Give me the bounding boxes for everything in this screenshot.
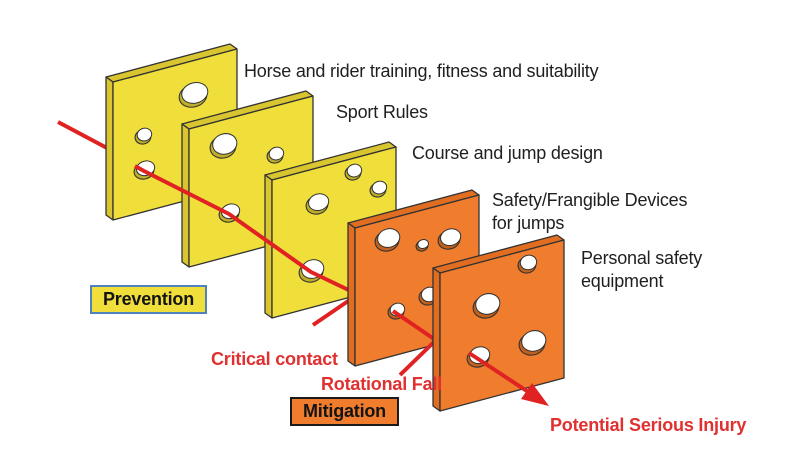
rotational-fall-pointer-line: [398, 339, 437, 377]
slice-left-edge: [264, 174, 273, 319]
rotational-fall-label: Rotational Fall: [321, 374, 443, 394]
trajectory-final-segment: [467, 351, 538, 399]
cheese-hole: [209, 133, 238, 159]
layer-label-personal-equipment-line1: Personal safety: [581, 248, 703, 268]
critical-contact-label: Critical contact: [211, 349, 338, 369]
cheese-slice-personal-equipment: [432, 234, 565, 412]
slice-left-edge: [105, 76, 114, 221]
cheese-hole: [178, 82, 209, 108]
slice-left-edge: [181, 123, 190, 268]
layer-label-frangible-devices-line1: Safety/Frangible Devices: [492, 190, 688, 210]
cheese-hole: [369, 180, 388, 198]
layer-label-course-design: Course and jump design: [412, 143, 603, 163]
trajectory-prevention-segment: [134, 164, 360, 297]
prevention-tag: Prevention: [90, 285, 208, 314]
cheese-hole: [518, 330, 547, 356]
cheese-hole: [517, 254, 538, 274]
cheese-hole: [415, 239, 429, 252]
layer-label-personal-equipment: Personal safety equipment: [581, 247, 702, 293]
layer-label-frangible-devices: Safety/Frangible Devices for jumps: [492, 189, 687, 235]
cheese-hole: [344, 163, 363, 181]
trajectory-mitigation-segment: [391, 309, 439, 343]
cheese-hole: [387, 302, 406, 320]
cheese-hole: [134, 127, 153, 145]
layer-label-sport-rules: Sport Rules: [336, 102, 428, 122]
layer-label-frangible-devices-line2: for jumps: [492, 213, 565, 233]
slice-left-edge: [347, 222, 356, 367]
layer-label-personal-equipment-line2: equipment: [581, 271, 664, 291]
mitigation-tag: Mitigation: [290, 397, 399, 426]
cheese-hole: [472, 293, 501, 319]
potential-serious-injury-label: Potential Serious Injury: [550, 415, 747, 435]
cheese-hole: [305, 193, 330, 215]
cheese-hole: [437, 228, 462, 250]
cheese-hole: [266, 146, 285, 164]
cheese-hole: [374, 228, 401, 252]
arrowhead: [521, 383, 549, 406]
trajectory-start-segment: [57, 120, 108, 150]
slice-front-face: [439, 239, 565, 412]
layer-label-training: Horse and rider training, fitness and su…: [244, 61, 599, 81]
